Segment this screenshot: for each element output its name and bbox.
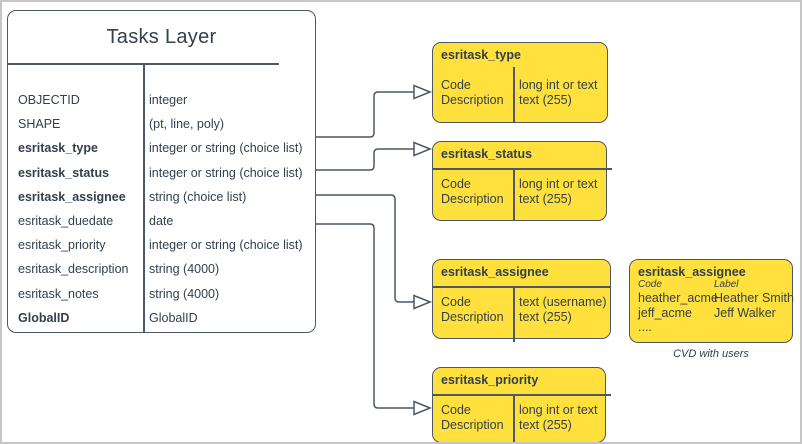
lookup-types: text (username) text (255) (519, 295, 607, 324)
open-arrowhead-icon (413, 400, 432, 416)
cvd-ellipsis-row: .... (638, 320, 652, 334)
field-name: esritask_priority (18, 238, 106, 253)
field-type: text (255) (519, 92, 572, 107)
table-row: GlobalID GlobalID (8, 306, 315, 330)
field-label: Code (441, 78, 471, 92)
field-name: esritask_duedate (18, 214, 114, 229)
cvd-user-row: heather_acme Heather Smith (638, 291, 794, 305)
cvd-header-code: Code (638, 279, 662, 290)
field-type: integer or string (choice list) (149, 141, 303, 156)
lookup-table-esritask-type: esritask_type Code Description long int … (432, 42, 608, 123)
field-label: Code (441, 295, 471, 309)
field-type: long int or text (519, 78, 598, 92)
lookup-types: long int or text text (255) (519, 403, 598, 432)
field-type: text (255) (519, 417, 572, 432)
field-name: esritask_notes (18, 286, 99, 301)
lookup-table-esritask-assignee: esritask_assignee Code Description text … (432, 259, 611, 342)
lookup-table-esritask-status: esritask_status Code Description long in… (432, 141, 612, 221)
open-arrowhead-icon (413, 294, 432, 310)
lookup-types: long int or text text (255) (519, 177, 598, 206)
title-divider (432, 286, 611, 288)
tasks-layer-table: Tasks Layer OBJECTID integer SHAPE (pt, li… (7, 10, 316, 333)
field-type: GlobalID (149, 310, 198, 325)
field-name: SHAPE (18, 117, 61, 132)
tasks-layer-rows: OBJECTID integer SHAPE (pt, line, poly) es… (8, 88, 315, 330)
field-type: (pt, line, poly) (149, 117, 225, 132)
table-row: esritask_type integer or string (choice l… (8, 136, 315, 160)
connector-esritask-type (316, 91, 414, 138)
cvd-user-label: Jeff Walker (714, 306, 776, 320)
field-type: text (255) (519, 309, 572, 324)
lookup-fields: Code Description (441, 403, 504, 432)
table-row: esritask_notes string (4000) (8, 282, 315, 306)
lookup-fields: Code Description (441, 177, 504, 206)
lookup-fields: Code Description (441, 78, 504, 107)
lookup-table-title: esritask_type (441, 48, 521, 62)
field-type: text (username) (519, 295, 607, 309)
field-type: string (4000) (149, 286, 220, 301)
field-name: esritask_description (18, 262, 129, 277)
field-name: OBJECTID (18, 93, 80, 108)
field-type: string (choice list) (149, 189, 247, 204)
field-label: Code (441, 403, 471, 417)
field-label: Description (441, 191, 504, 206)
connector-esritask-assignee (316, 194, 414, 303)
field-type: long int or text (519, 403, 598, 417)
lookup-table-title: esritask_priority (441, 373, 539, 387)
cvd-user-code: heather_acme (638, 291, 718, 305)
cvd-header-label: Label (714, 279, 739, 290)
cvd-user-label: Heather Smith (714, 291, 794, 305)
table-row: esritask_assignee string (choice list) (8, 185, 315, 209)
field-name: esritask_status (18, 165, 110, 180)
cvd-users-box: esritask_assignee Code Label heather_acm… (629, 259, 794, 343)
tasks-layer-title: Tasks Layer (106, 25, 217, 48)
field-type: integer or string (choice list) (149, 165, 303, 180)
field-label: Description (441, 309, 504, 324)
field-label: Description (441, 92, 504, 107)
cvd-caption: CVD with users (673, 348, 749, 360)
title-divider (432, 168, 612, 170)
table-row: SHAPE (pt, line, poly) (8, 112, 315, 136)
cvd-user-code: jeff_acme (638, 306, 692, 320)
connector-esritask-priority (316, 223, 414, 409)
open-arrowhead-icon (413, 141, 432, 157)
field-name: GlobalID (18, 310, 70, 325)
lookup-types: long int or text text (255) (519, 78, 598, 107)
table-row: OBJECTID integer (8, 88, 315, 112)
lookup-fields: Code Description (441, 295, 504, 324)
lookup-table-title: esritask_status (441, 147, 533, 161)
lookup-table-title: esritask_assignee (441, 265, 549, 279)
open-arrowhead-icon (413, 84, 432, 100)
column-divider (513, 67, 515, 122)
cvd-box-title: esritask_assignee (638, 265, 746, 279)
field-type: date (149, 214, 174, 229)
table-row: esritask_status integer or string (choice… (8, 161, 315, 185)
column-divider (513, 394, 515, 442)
column-divider (513, 168, 515, 220)
tasks-layer-column-divider (143, 64, 145, 332)
field-label: Code (441, 177, 471, 191)
table-row: esritask_duedate date (8, 209, 315, 233)
field-type: text (255) (519, 191, 572, 206)
field-type: string (4000) (149, 262, 220, 277)
field-type: long int or text (519, 177, 598, 191)
cvd-column-headers: Code Label (638, 279, 788, 290)
lookup-table-esritask-priority: esritask_priority Code Description long … (432, 367, 611, 442)
field-name: esritask_type (18, 141, 98, 156)
connector-esritask-status (316, 148, 414, 171)
table-row: esritask_description string (4000) (8, 257, 315, 281)
field-name: esritask_assignee (18, 189, 126, 204)
cvd-user-row: jeff_acme Jeff Walker (638, 306, 788, 320)
table-row: esritask_priority integer or string (choi… (8, 233, 315, 257)
field-label: Description (441, 417, 504, 432)
field-type: integer or string (choice list) (149, 238, 303, 253)
title-divider (432, 394, 611, 396)
field-type: integer (149, 93, 188, 108)
column-divider (513, 286, 515, 342)
